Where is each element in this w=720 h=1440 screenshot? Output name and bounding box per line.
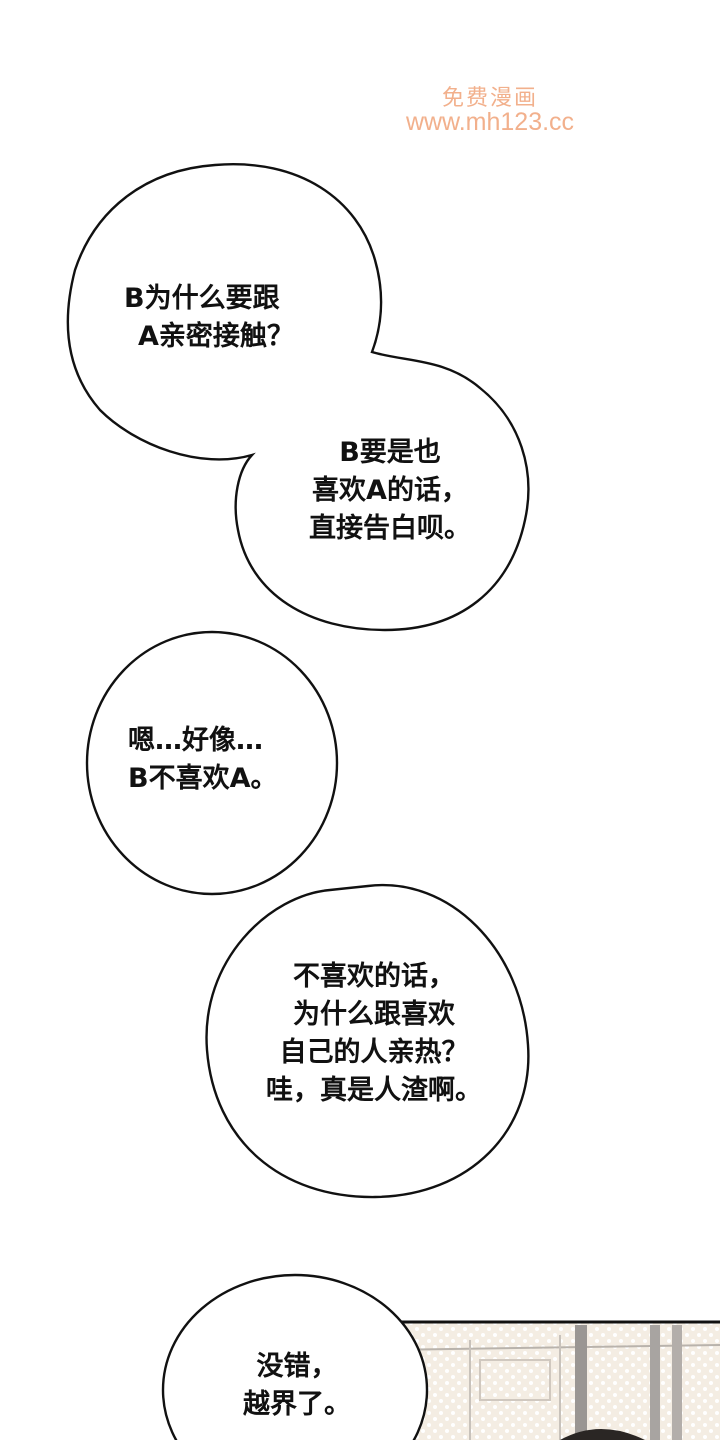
speech-bubble-4 xyxy=(161,1273,429,1440)
speech-bubble-1 xyxy=(66,163,530,632)
bubble-line: 自己的人亲热？ xyxy=(279,1037,469,1068)
bubble-line: 嗯…好像… xyxy=(128,725,263,756)
bubble-line: B要是也 xyxy=(339,437,441,468)
bubble-line: 喜欢A的话， xyxy=(312,475,468,506)
bubble-line: 为什么跟喜欢 xyxy=(293,999,455,1030)
bubble-1-text-lower: B要是也 喜欢A的话， 直接告白呗。 xyxy=(300,434,480,548)
room-illustration-panel xyxy=(383,1320,720,1440)
bubble-1-text-upper: B为什么要跟 A亲密接触？ xyxy=(124,280,294,356)
watermark-line-2: www.mh123.cc xyxy=(405,108,575,137)
watermark-line-1: 免费漫画 xyxy=(441,85,538,110)
watermark: 免费漫画 www.mh123.cc xyxy=(380,86,600,135)
bubble-line: A亲密接触？ xyxy=(138,321,294,352)
bubble-4-text: 没错， 越界了。 xyxy=(232,1348,362,1424)
bubble-2-text: 嗯…好像… B不喜欢A。 xyxy=(128,722,277,798)
bubble-line: 不喜欢的话， xyxy=(293,961,455,992)
bubble-line: 越界了。 xyxy=(243,1389,351,1420)
bubble-line: B为什么要跟 xyxy=(124,283,280,314)
bubble-line: 哇，真是人渣啊。 xyxy=(266,1075,482,1106)
bubble-3-text: 不喜欢的话， 为什么跟喜欢 自己的人亲热？ 哇，真是人渣啊。 xyxy=(244,958,504,1110)
speech-bubble-2 xyxy=(85,630,339,896)
bubble-line: 直接告白呗。 xyxy=(309,513,471,544)
speech-bubble-3 xyxy=(205,883,530,1199)
bubble-line: B不喜欢A。 xyxy=(128,763,278,794)
bubble-line: 没错， xyxy=(256,1351,338,1382)
